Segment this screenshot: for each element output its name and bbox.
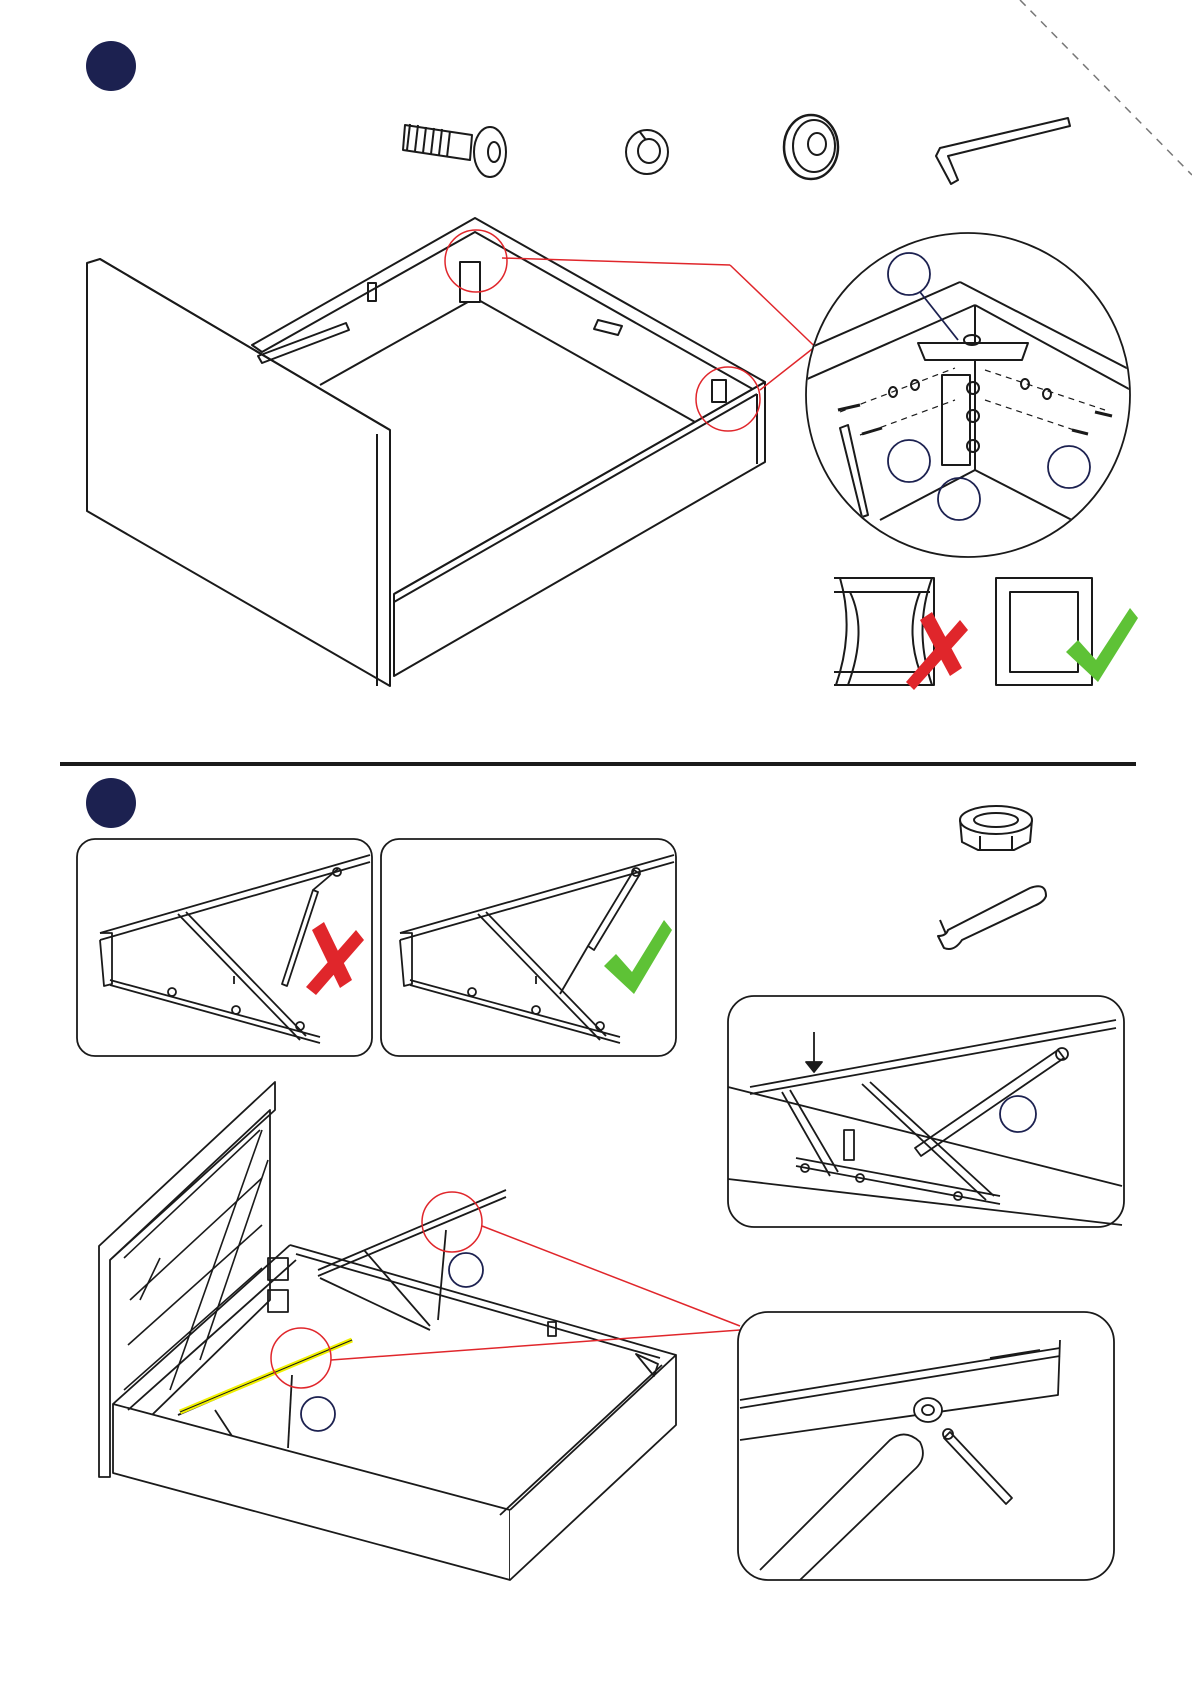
strut-fitting-panel: [728, 996, 1124, 1227]
spanner-icon: [938, 886, 1046, 949]
strut-fitting-mechanism: [728, 1020, 1122, 1225]
cross-icon: [306, 922, 364, 995]
cotter-pin-detail: [740, 1340, 1060, 1580]
detail-label-circles: [301, 1253, 483, 1431]
callout-lines: [271, 1192, 740, 1388]
bed-assembled: [99, 1082, 676, 1580]
cap-nut-icon: [960, 806, 1032, 850]
detail-label: [1000, 1096, 1036, 1132]
lift-mechanism-right: [400, 855, 674, 1043]
cotter-pin-panel: [738, 1312, 1114, 1580]
check-icon: [604, 920, 672, 994]
